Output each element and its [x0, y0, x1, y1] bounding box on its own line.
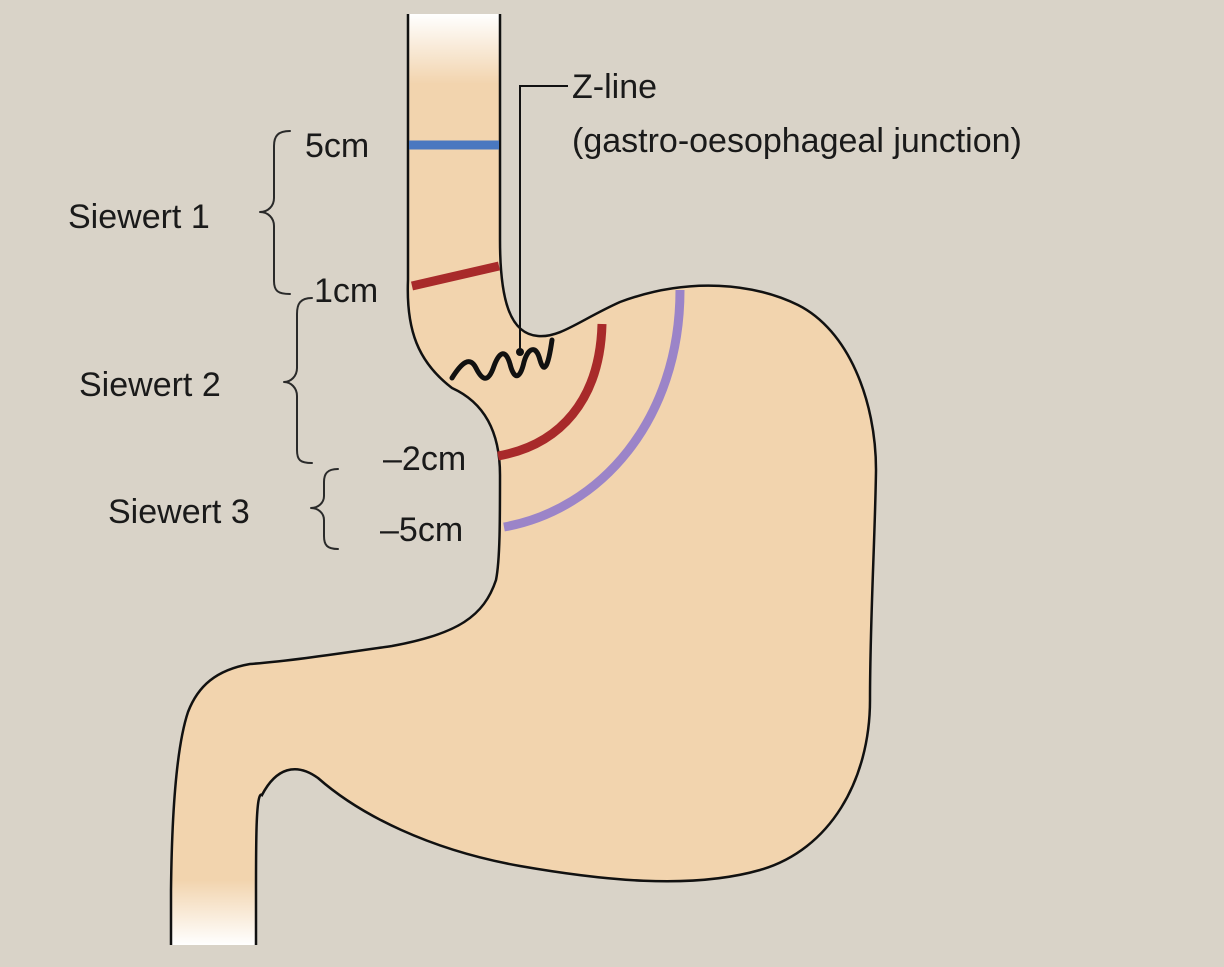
siewert-1-label: Siewert 1 [68, 198, 210, 236]
z-line-subtitle: (gastro-oesophageal junction) [572, 122, 1022, 160]
marker-minus-2cm-label: –2cm [383, 440, 466, 478]
siewert-3-label: Siewert 3 [108, 493, 250, 531]
marker-minus-5cm-label: –5cm [380, 511, 463, 549]
duodenum-bottom-fade [172, 880, 255, 945]
marker-5cm-label: 5cm [305, 127, 369, 165]
z-line-title: Z-line [572, 68, 657, 106]
siewert-2-label: Siewert 2 [79, 366, 221, 404]
oesophagus-top-fade [409, 14, 499, 84]
marker-1cm-label: 1cm [314, 272, 378, 310]
